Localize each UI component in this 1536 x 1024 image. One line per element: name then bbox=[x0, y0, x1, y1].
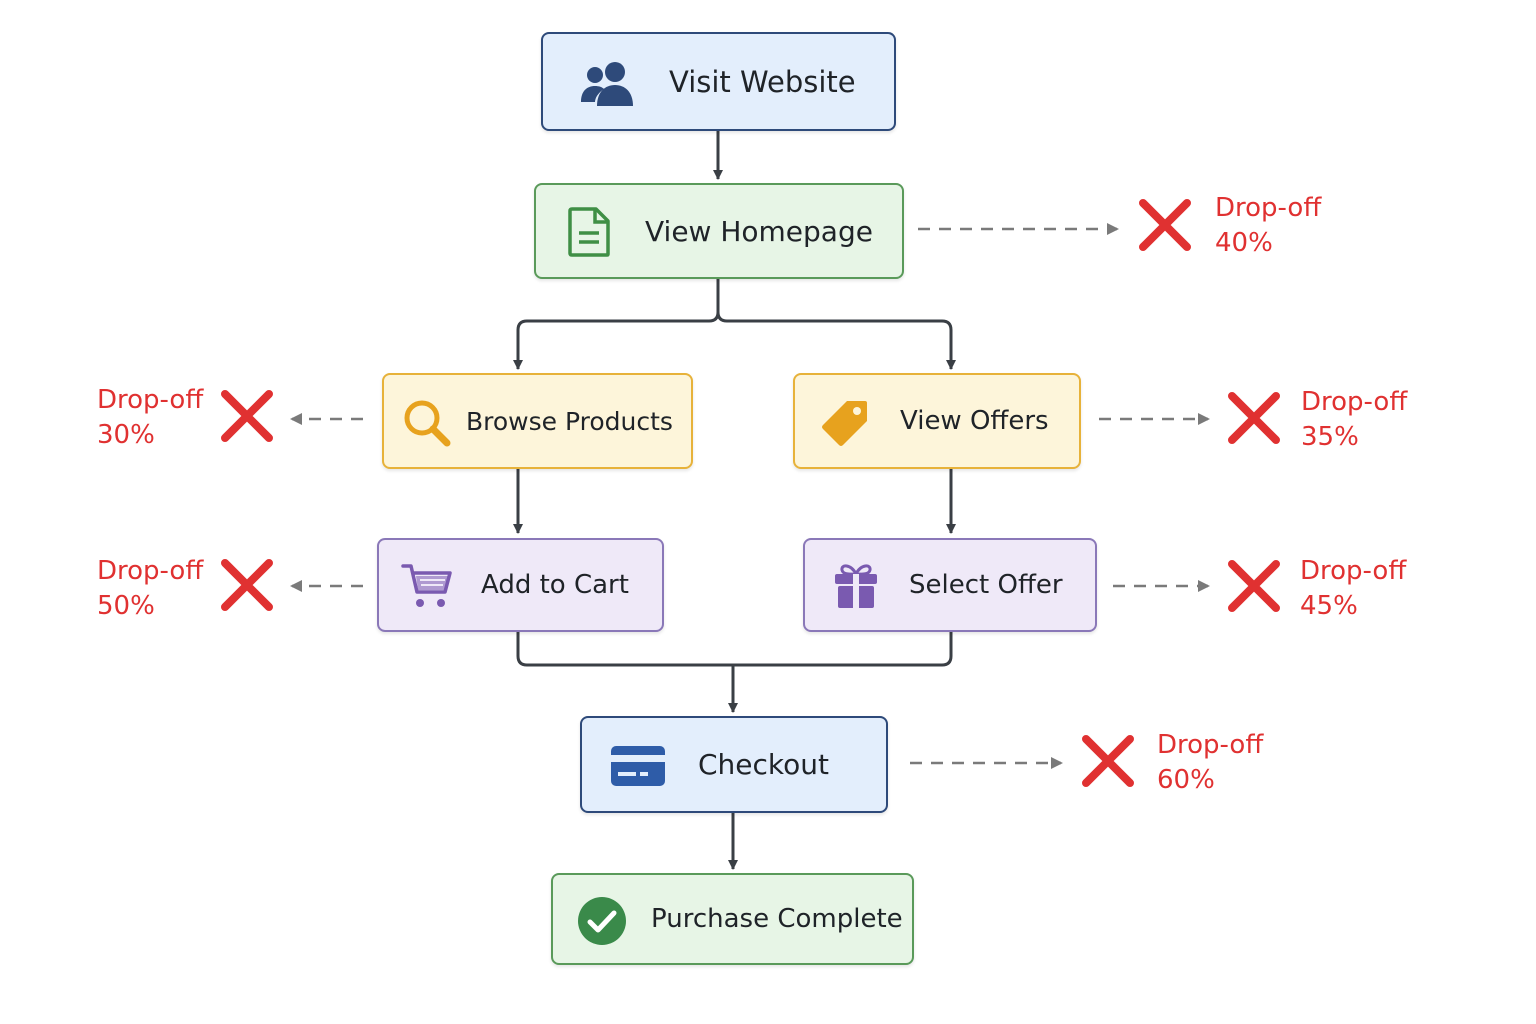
step-view-offers[interactable]: View Offers bbox=[793, 373, 1081, 469]
step-view-homepage[interactable]: View Homepage bbox=[534, 183, 904, 279]
step-purchase-complete[interactable]: Purchase Complete bbox=[551, 873, 914, 965]
dropoff-label: Drop-off bbox=[97, 556, 204, 586]
dropoff-value: 30% bbox=[97, 420, 155, 450]
dropoff-label: Drop-off bbox=[1157, 730, 1264, 760]
step-checkout[interactable]: Checkout bbox=[580, 716, 888, 813]
dropoff-label: Drop-off bbox=[1300, 556, 1407, 586]
cart-icon bbox=[401, 564, 452, 607]
dropoff-x-icon bbox=[1139, 199, 1191, 251]
step-label: Browse Products bbox=[466, 406, 673, 436]
tag-icon bbox=[822, 401, 867, 446]
dropoff-label: Drop-off bbox=[1301, 387, 1408, 417]
dropoff-label: Drop-off bbox=[97, 385, 204, 415]
dropoff-view-offers: Drop-off 35% bbox=[1301, 385, 1407, 455]
dropoff-x-icon bbox=[1082, 735, 1134, 787]
check-circle-icon bbox=[578, 897, 626, 945]
dropoff-homepage: Drop-off 40% bbox=[1215, 191, 1321, 261]
dropoff-value: 35% bbox=[1301, 422, 1359, 452]
gift-icon bbox=[835, 564, 877, 608]
step-label: Select Offer bbox=[909, 570, 1063, 600]
arrow-homepage-to-browse bbox=[513, 279, 720, 370]
dropoff-value: 60% bbox=[1157, 765, 1215, 795]
step-label: Purchase Complete bbox=[651, 904, 903, 934]
step-select-offer[interactable]: Select Offer bbox=[803, 538, 1097, 632]
arrow-homepage-to-offers bbox=[716, 311, 956, 370]
dropoff-x-icon bbox=[221, 390, 273, 442]
step-visit-website[interactable]: Visit Website bbox=[541, 32, 896, 131]
document-icon bbox=[568, 207, 610, 257]
step-label: Visit Website bbox=[669, 64, 856, 99]
dropoff-value: 50% bbox=[97, 591, 155, 621]
search-icon bbox=[404, 400, 451, 447]
step-label: Checkout bbox=[698, 748, 829, 781]
step-browse-products[interactable]: Browse Products bbox=[382, 373, 693, 469]
dropoff-label: Drop-off bbox=[1215, 193, 1322, 223]
dropoff-browse-products: Drop-off 30% bbox=[97, 383, 203, 453]
credit-card-icon bbox=[611, 746, 665, 786]
step-label: View Homepage bbox=[645, 214, 873, 248]
step-label: View Offers bbox=[900, 406, 1049, 436]
dropoff-select-offer: Drop-off 45% bbox=[1300, 554, 1406, 624]
dropoff-value: 45% bbox=[1300, 591, 1358, 621]
step-label: Add to Cart bbox=[481, 570, 629, 600]
dropoff-value: 40% bbox=[1215, 228, 1273, 258]
step-add-to-cart[interactable]: Add to Cart bbox=[377, 538, 664, 632]
merge-line-cart bbox=[516, 632, 953, 667]
dropoff-add-to-cart: Drop-off 50% bbox=[97, 554, 203, 624]
dropoff-checkout: Drop-off 60% bbox=[1157, 728, 1263, 798]
dropoff-x-icon bbox=[1228, 560, 1280, 612]
dropoff-x-icon bbox=[221, 559, 273, 611]
dropoff-x-icon bbox=[1228, 392, 1280, 444]
users-icon bbox=[581, 62, 633, 106]
